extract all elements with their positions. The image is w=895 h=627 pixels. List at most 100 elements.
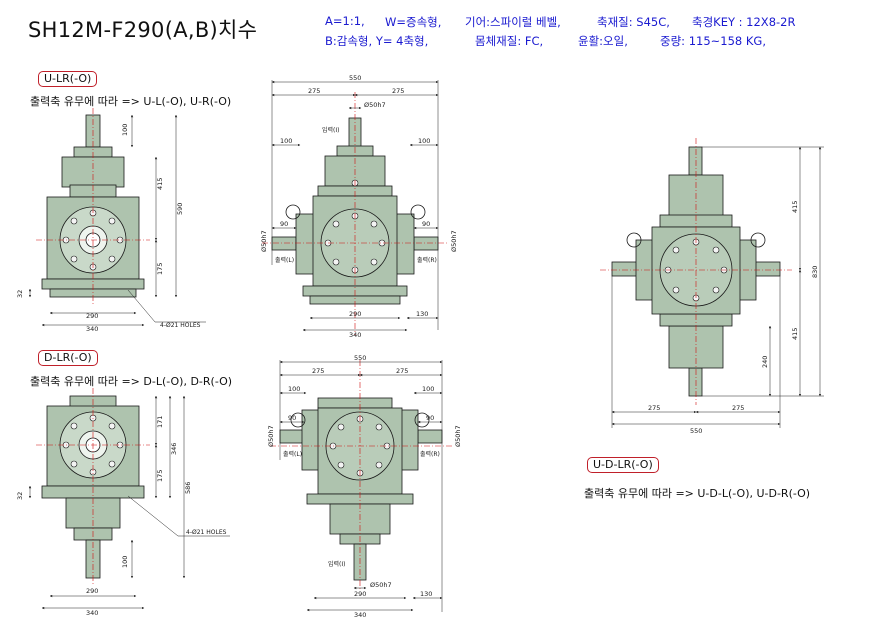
udlr-dim-labels: 415 415 830 240 275 275 550: [648, 201, 819, 435]
spec-type: B:감속형, Y= 4축형,: [325, 34, 429, 48]
ulrf-dim-100-right: 100: [418, 137, 430, 145]
udlr-dim-415-bottom: 415: [791, 328, 799, 340]
udlr-dim-275-right: 275: [732, 404, 744, 412]
ulr-holes-label: 4-Ø21 HOLES: [160, 322, 201, 329]
view-tag-dlr: D-LR(-O): [38, 350, 98, 366]
ulrf-right-shaft: [413, 236, 439, 251]
dlrf-dim-labels: 550 275 275 100 100 90 90 Ø50h7 Ø50h7 출력…: [267, 354, 462, 619]
ulrf-input-label: 입력(I): [322, 126, 340, 134]
udlr-top-shaft: [688, 146, 703, 176]
ulrf-dim-shaft-right: Ø50h7: [450, 230, 458, 252]
dlrf-out-left: 출력(L): [283, 450, 302, 458]
view-note-ulr: 출력축 유무에 따라 => U-L(-O), U-R(-O): [30, 95, 232, 108]
ulrf-dim-shaft-left: Ø50h7: [260, 230, 268, 252]
dlrf-dimensions: [279, 360, 443, 612]
view-note-dlr: 출력축 유무에 따라 => D-L(-O), D-R(-O): [30, 375, 233, 388]
dlrf-left-shaft: [279, 429, 305, 444]
ulr-dim-415: 415: [156, 178, 164, 190]
udlr-dim-550: 550: [690, 427, 702, 435]
dlrf-dim-130: 130: [420, 590, 432, 598]
dlr-dim-346: 346: [170, 443, 178, 455]
dlrf-dim-shaft-right: Ø50h7: [454, 425, 462, 447]
ulrf-centerlines: [262, 92, 448, 335]
dlr-dim-labels: 171 175 346 586 100 32 290 340 4-Ø21 HOL…: [16, 416, 227, 617]
dlrf-dim-100-left: 100: [288, 385, 300, 393]
dlrf-dim-90-left: 90: [288, 414, 296, 422]
udlr-right-eyebolt: [750, 232, 766, 248]
ulrf-dim-labels: 550 275 275 Ø50h7 입력(I) 100 100 90 90 Ø5…: [260, 74, 458, 339]
view-tag-udlr: U-D-LR(-O): [587, 457, 659, 473]
ulrf-right-eyebolt: [410, 204, 426, 220]
ulrf-dim-275-right: 275: [392, 87, 404, 95]
dlr-dim-340: 340: [86, 609, 98, 617]
dlrf-left-eyebolt: [290, 412, 306, 428]
spec-w: W=증속형,: [385, 15, 442, 29]
dlr-front-view: [279, 397, 443, 581]
ulr-dim-290: 290: [86, 312, 98, 320]
dlr-dim-290: 290: [86, 587, 98, 595]
ulrf-out-left: 출력(L): [275, 256, 294, 264]
ulr-centerlines: [36, 108, 150, 305]
dlrf-dim-90-right: 90: [426, 414, 434, 422]
ulr-dim-labels: 100 415 590 175 32 290 340 4-Ø21 HOLES: [16, 124, 201, 333]
spec-weight: 중량: 115~158 KG,: [660, 34, 766, 48]
spec-shaft-material: 축재질: S45C,: [597, 15, 670, 29]
spec-gear: 기어:스파이럴 베벨,: [465, 15, 561, 29]
ulrf-dim-100-left: 100: [280, 137, 292, 145]
ulr-dim-175: 175: [156, 263, 164, 275]
ulrf-dim-290: 290: [349, 310, 361, 318]
dlr-dim-171: 171: [156, 416, 164, 428]
udlr-bolts: [664, 238, 728, 302]
ulrf-dim-90-left: 90: [280, 220, 288, 228]
dlr-dimensions: [28, 395, 230, 610]
dlrf-dim-shaft-bottom: Ø50h7: [370, 581, 392, 589]
spec-key: 축경KEY : 12X8-2R: [692, 15, 796, 29]
ulr-dim-340: 340: [86, 325, 98, 333]
udlr-left-eyebolt: [626, 232, 642, 248]
ulr-dim-590: 590: [176, 203, 184, 215]
view-tag-ulr: U-LR(-O): [38, 71, 98, 87]
ulr-bolts: [62, 209, 124, 271]
udlr-dimensions: [611, 146, 824, 428]
dlrf-right-shaft: [417, 429, 443, 444]
ulrf-left-flange: [295, 213, 315, 275]
dlrf-dim-shaft-left: Ø50h7: [267, 425, 275, 447]
ulr-dim-100: 100: [121, 124, 129, 136]
ulrf-left-eyebolt: [285, 204, 301, 220]
udlr-dim-415-top: 415: [791, 201, 799, 213]
udlr-dim-830: 830: [811, 266, 819, 278]
udlr-dim-240: 240: [761, 356, 769, 368]
dlrf-dim-100-right: 100: [422, 385, 434, 393]
udlr-right-shaft: [753, 261, 781, 277]
dlrf-dim-340: 340: [354, 611, 366, 619]
ulrf-out-right: 출력(R): [417, 256, 437, 264]
ulrf-dim-275-left: 275: [308, 87, 320, 95]
dlr-holes-label: 4-Ø21 HOLES: [186, 529, 227, 536]
dlrf-centerlines: [270, 360, 452, 590]
dlrf-dim-550: 550: [354, 354, 366, 362]
ulr-dim-32: 32: [16, 290, 24, 298]
dlrf-input-label: 입력(I): [328, 560, 346, 568]
ulrf-dim-550: 550: [349, 74, 361, 82]
dlr-centerlines: [36, 388, 150, 586]
udlr-centerlines: [600, 138, 792, 405]
dlr-dim-100: 100: [121, 556, 129, 568]
dlrf-right-eyebolt: [414, 412, 430, 428]
dlrf-dim-275-right: 275: [396, 367, 408, 375]
ulrf-dim-90-right: 90: [422, 220, 430, 228]
ulrf-dimensions: [271, 80, 439, 332]
udlr-dim-275-left: 275: [648, 404, 660, 412]
spec-ratio: A=1:1,: [325, 14, 365, 28]
spec-lubrication: 윤활:오일,: [578, 34, 628, 48]
ulrf-dim-130: 130: [416, 310, 428, 318]
ulr-dimensions: [28, 114, 206, 327]
dlrf-dim-290: 290: [354, 590, 366, 598]
ulrf-dim-340: 340: [349, 331, 361, 339]
spec-body-material: 몸체재질: FC,: [475, 34, 544, 48]
ulrf-left-shaft: [271, 236, 297, 251]
dlrf-top-cap: [317, 397, 393, 409]
dlr-dim-32: 32: [16, 492, 24, 500]
udlr-left-shaft: [611, 261, 639, 277]
udlr-bottom-shaft: [688, 367, 703, 397]
